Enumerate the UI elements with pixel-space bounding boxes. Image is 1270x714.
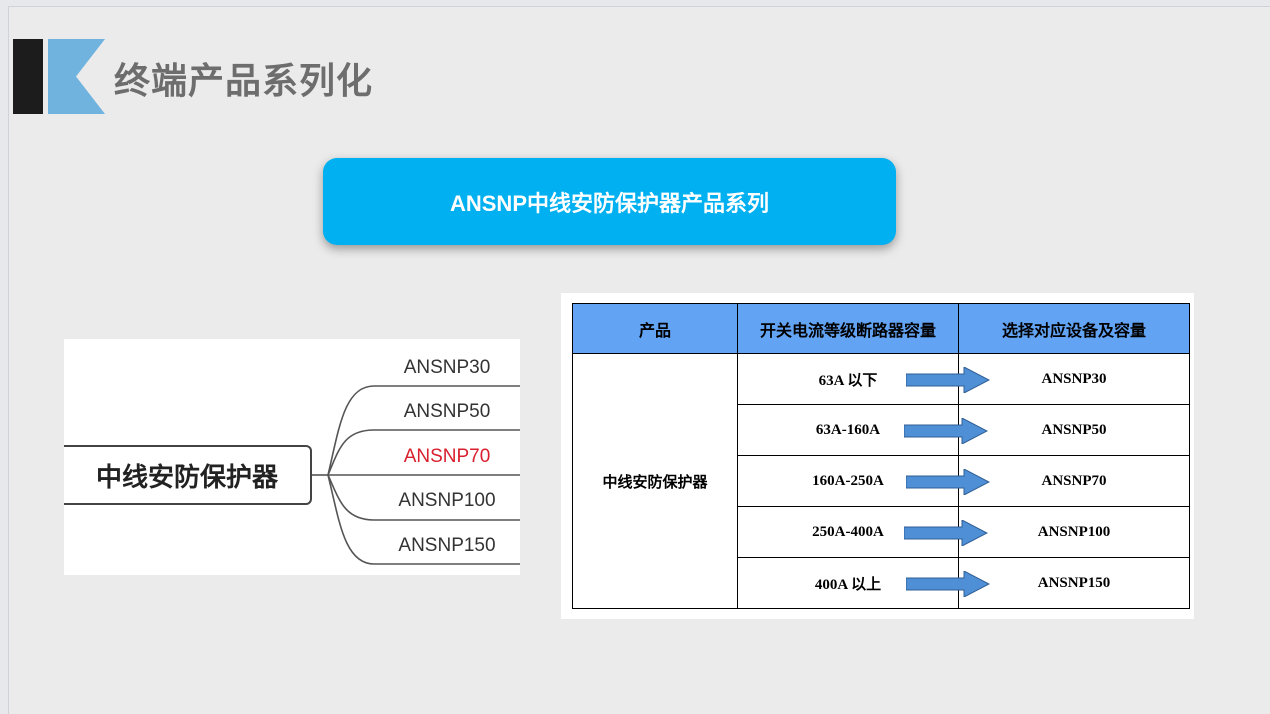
series-banner: ANSNP中线安防保护器产品系列 (323, 158, 896, 245)
current-cell: 160A-250A (737, 455, 990, 507)
selection-table: 产品 开关电流等级断路器容量 选择对应设备及容量 中线安防保护器 63A 以下 AN… (572, 303, 1190, 609)
product-cell: 中线安防保护器 (572, 353, 738, 609)
mindmap-leaf: ANSNP150 (398, 535, 496, 556)
mindmap-root: 中线安防保护器 (64, 445, 312, 505)
mindmap-leaf: ANSNP30 (403, 357, 491, 378)
header-model: 选择对应设备及容量 (958, 303, 1190, 354)
mindmap-leaf: ANSNP100 (398, 490, 496, 511)
model-cell: ANSNP150 (958, 557, 1190, 609)
selection-table-panel: 产品 开关电流等级断路器容量 选择对应设备及容量 中线安防保护器 63A 以下 AN… (561, 293, 1194, 619)
mindmap-leaf: ANSNP50 (403, 401, 491, 422)
current-cell: 63A 以下 (737, 353, 990, 405)
table-row: 63A-160A ANSNP50 (573, 404, 1190, 456)
header-product: 产品 (572, 303, 738, 354)
current-value: 400A 以上 (814, 576, 882, 593)
table-row: 中线安防保护器 63A 以下 ANSNP30 (572, 353, 1190, 609)
mindmap-branches (312, 385, 520, 565)
slide-title: 终端产品系列化 (114, 61, 374, 102)
current-value: 250A-400A (812, 523, 884, 540)
arrow-right-icon (906, 571, 990, 597)
current-value: 63A-160A (815, 421, 881, 438)
table-row: 400A 以上 ANSNP150 (573, 557, 1190, 609)
table-row: 250A-400A ANSNP100 (573, 506, 1190, 558)
current-cell: 400A 以上 (737, 557, 990, 609)
model-cell: ANSNP50 (958, 404, 1190, 456)
flag-icon (48, 39, 105, 114)
header-current: 开关电流等级断路器容量 (737, 303, 959, 354)
model-cell: ANSNP30 (958, 353, 1190, 405)
arrow-right-icon (904, 418, 988, 444)
model-cell: ANSNP100 (958, 506, 1190, 558)
current-cell: 63A-160A (737, 404, 988, 456)
current-value: 160A-250A (812, 472, 884, 489)
current-value: 63A 以下 (818, 372, 878, 389)
current-cell: 250A-400A (737, 506, 988, 558)
arrow-right-icon (904, 520, 988, 546)
arrow-right-icon (906, 367, 990, 393)
arrow-right-icon (906, 469, 990, 495)
mindmap-leaf: ANSNP70 (403, 446, 491, 467)
model-cell: ANSNP70 (958, 455, 1190, 507)
title-bar-accent (13, 39, 43, 114)
